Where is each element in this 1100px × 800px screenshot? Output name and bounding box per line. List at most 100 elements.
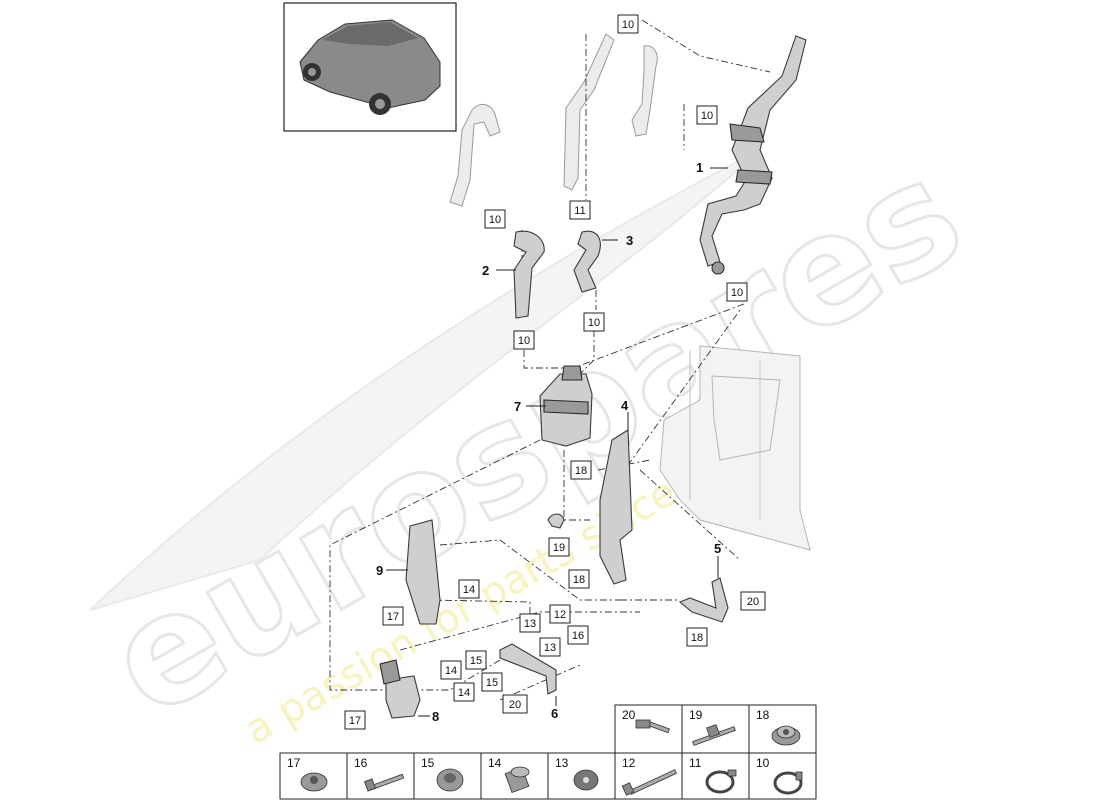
bracket-part-6	[499, 643, 557, 695]
svg-text:18: 18	[573, 574, 585, 586]
long-bolt-icon	[621, 769, 678, 796]
callout-10: 10	[583, 312, 605, 332]
svg-text:14: 14	[445, 665, 457, 677]
svg-text:14: 14	[458, 687, 470, 699]
part-label-8: 8	[432, 709, 439, 724]
svg-text:12: 12	[622, 756, 636, 770]
svg-text:11: 11	[689, 756, 702, 770]
leader-lines	[386, 167, 728, 717]
callout-20: 20	[502, 694, 528, 714]
callout-10: 10	[484, 209, 506, 229]
callout-17: 17	[344, 710, 366, 730]
svg-text:10: 10	[756, 756, 770, 770]
svg-text:13: 13	[544, 642, 556, 654]
callout-14: 14	[440, 660, 462, 680]
svg-text:18: 18	[756, 708, 770, 722]
svg-text:14: 14	[463, 584, 475, 596]
valve-part-8	[379, 659, 421, 719]
svg-text:20: 20	[747, 596, 759, 608]
callout-13: 13	[519, 613, 541, 633]
hardware-cell-20: 20	[614, 704, 683, 754]
svg-text:10: 10	[731, 287, 743, 299]
callout-18: 18	[568, 569, 590, 589]
bracket-part-9	[405, 519, 441, 625]
svg-text:10: 10	[701, 110, 713, 122]
svg-text:17: 17	[287, 756, 301, 770]
svg-text:19: 19	[553, 542, 565, 554]
callout-16: 16	[567, 625, 589, 645]
part-label-6: 6	[551, 706, 558, 721]
svg-text:20: 20	[622, 708, 636, 722]
svg-text:13: 13	[524, 618, 536, 630]
hardware-cell-11: 11	[681, 752, 750, 800]
pump-part-7	[539, 365, 593, 447]
hose-part-2	[513, 230, 545, 319]
bolt-icon	[635, 719, 670, 734]
hardware-cell-15: 15	[413, 752, 482, 800]
svg-text:10: 10	[622, 19, 634, 31]
collar-nut-icon	[300, 772, 328, 792]
callout-12: 12	[549, 604, 571, 624]
svg-text:14: 14	[488, 756, 502, 770]
callout-10: 10	[513, 330, 535, 350]
callout-13: 13	[539, 637, 561, 657]
callout-17: 17	[382, 606, 404, 626]
callout-15: 15	[465, 650, 487, 670]
hardware-table: 20 19 18 17	[279, 704, 817, 800]
hardware-cell-16: 16	[346, 752, 415, 800]
hardware-cell-18: 18	[748, 704, 817, 754]
callout-15: 15	[481, 672, 503, 692]
svg-text:16: 16	[572, 630, 584, 642]
clamp-part-5	[678, 577, 729, 623]
hose-clamp-icon	[705, 769, 737, 794]
svg-text:16: 16	[354, 756, 368, 770]
svg-text:11: 11	[574, 205, 585, 217]
body-frame-context	[659, 345, 811, 551]
part-label-5: 5	[714, 541, 721, 556]
svg-text:18: 18	[691, 632, 703, 644]
part-label-4: 4	[621, 398, 629, 413]
part-label-3: 3	[626, 233, 633, 248]
stud-bolt-icon	[692, 724, 736, 746]
svg-text:15: 15	[486, 677, 498, 689]
callout-18: 18	[570, 460, 592, 480]
svg-text:17: 17	[349, 715, 361, 727]
hardware-cell-10: 10	[748, 752, 817, 800]
svg-text:10: 10	[489, 214, 501, 226]
hose-part-1	[699, 35, 807, 275]
part-labels: 1 2 3 4 5 6 7 8 9	[376, 160, 721, 724]
bracket-part-4	[599, 429, 633, 585]
hose-part-3	[573, 230, 601, 293]
part-label-9: 9	[376, 563, 383, 578]
spring-clamp-icon	[773, 771, 803, 795]
svg-text:12: 12	[554, 609, 566, 621]
hardware-cell-14: 14	[480, 752, 549, 800]
svg-text:13: 13	[555, 756, 569, 770]
clip-part-19	[547, 513, 565, 529]
callout-10: 10	[696, 105, 718, 125]
svg-text:10: 10	[588, 317, 600, 329]
callout-18: 18	[686, 627, 708, 647]
ghost-hoses	[449, 33, 658, 207]
svg-text:15: 15	[470, 655, 482, 667]
callout-10: 10	[726, 282, 748, 302]
callouts: 10 10 10 11 10 10 10 18 19 18 20 18 14 1…	[344, 14, 766, 730]
spacer-sleeve-icon	[504, 766, 530, 793]
svg-text:15: 15	[421, 756, 435, 770]
callout-14: 14	[458, 579, 480, 599]
svg-text:20: 20	[509, 699, 521, 711]
flange-nut-icon	[771, 725, 801, 746]
callout-11: 11	[569, 200, 591, 220]
grommet-icon	[436, 768, 464, 792]
svg-text:10: 10	[518, 335, 530, 347]
hardware-cell-17: 17	[279, 752, 348, 800]
car-icon	[299, 19, 441, 115]
svg-text:18: 18	[575, 465, 587, 477]
callout-20: 20	[740, 591, 766, 611]
callout-19: 19	[548, 537, 570, 557]
hardware-cell-13: 13	[547, 752, 616, 800]
hardware-cell-19: 19	[681, 704, 750, 754]
part-label-1: 1	[696, 160, 703, 175]
svg-text:19: 19	[689, 708, 703, 722]
